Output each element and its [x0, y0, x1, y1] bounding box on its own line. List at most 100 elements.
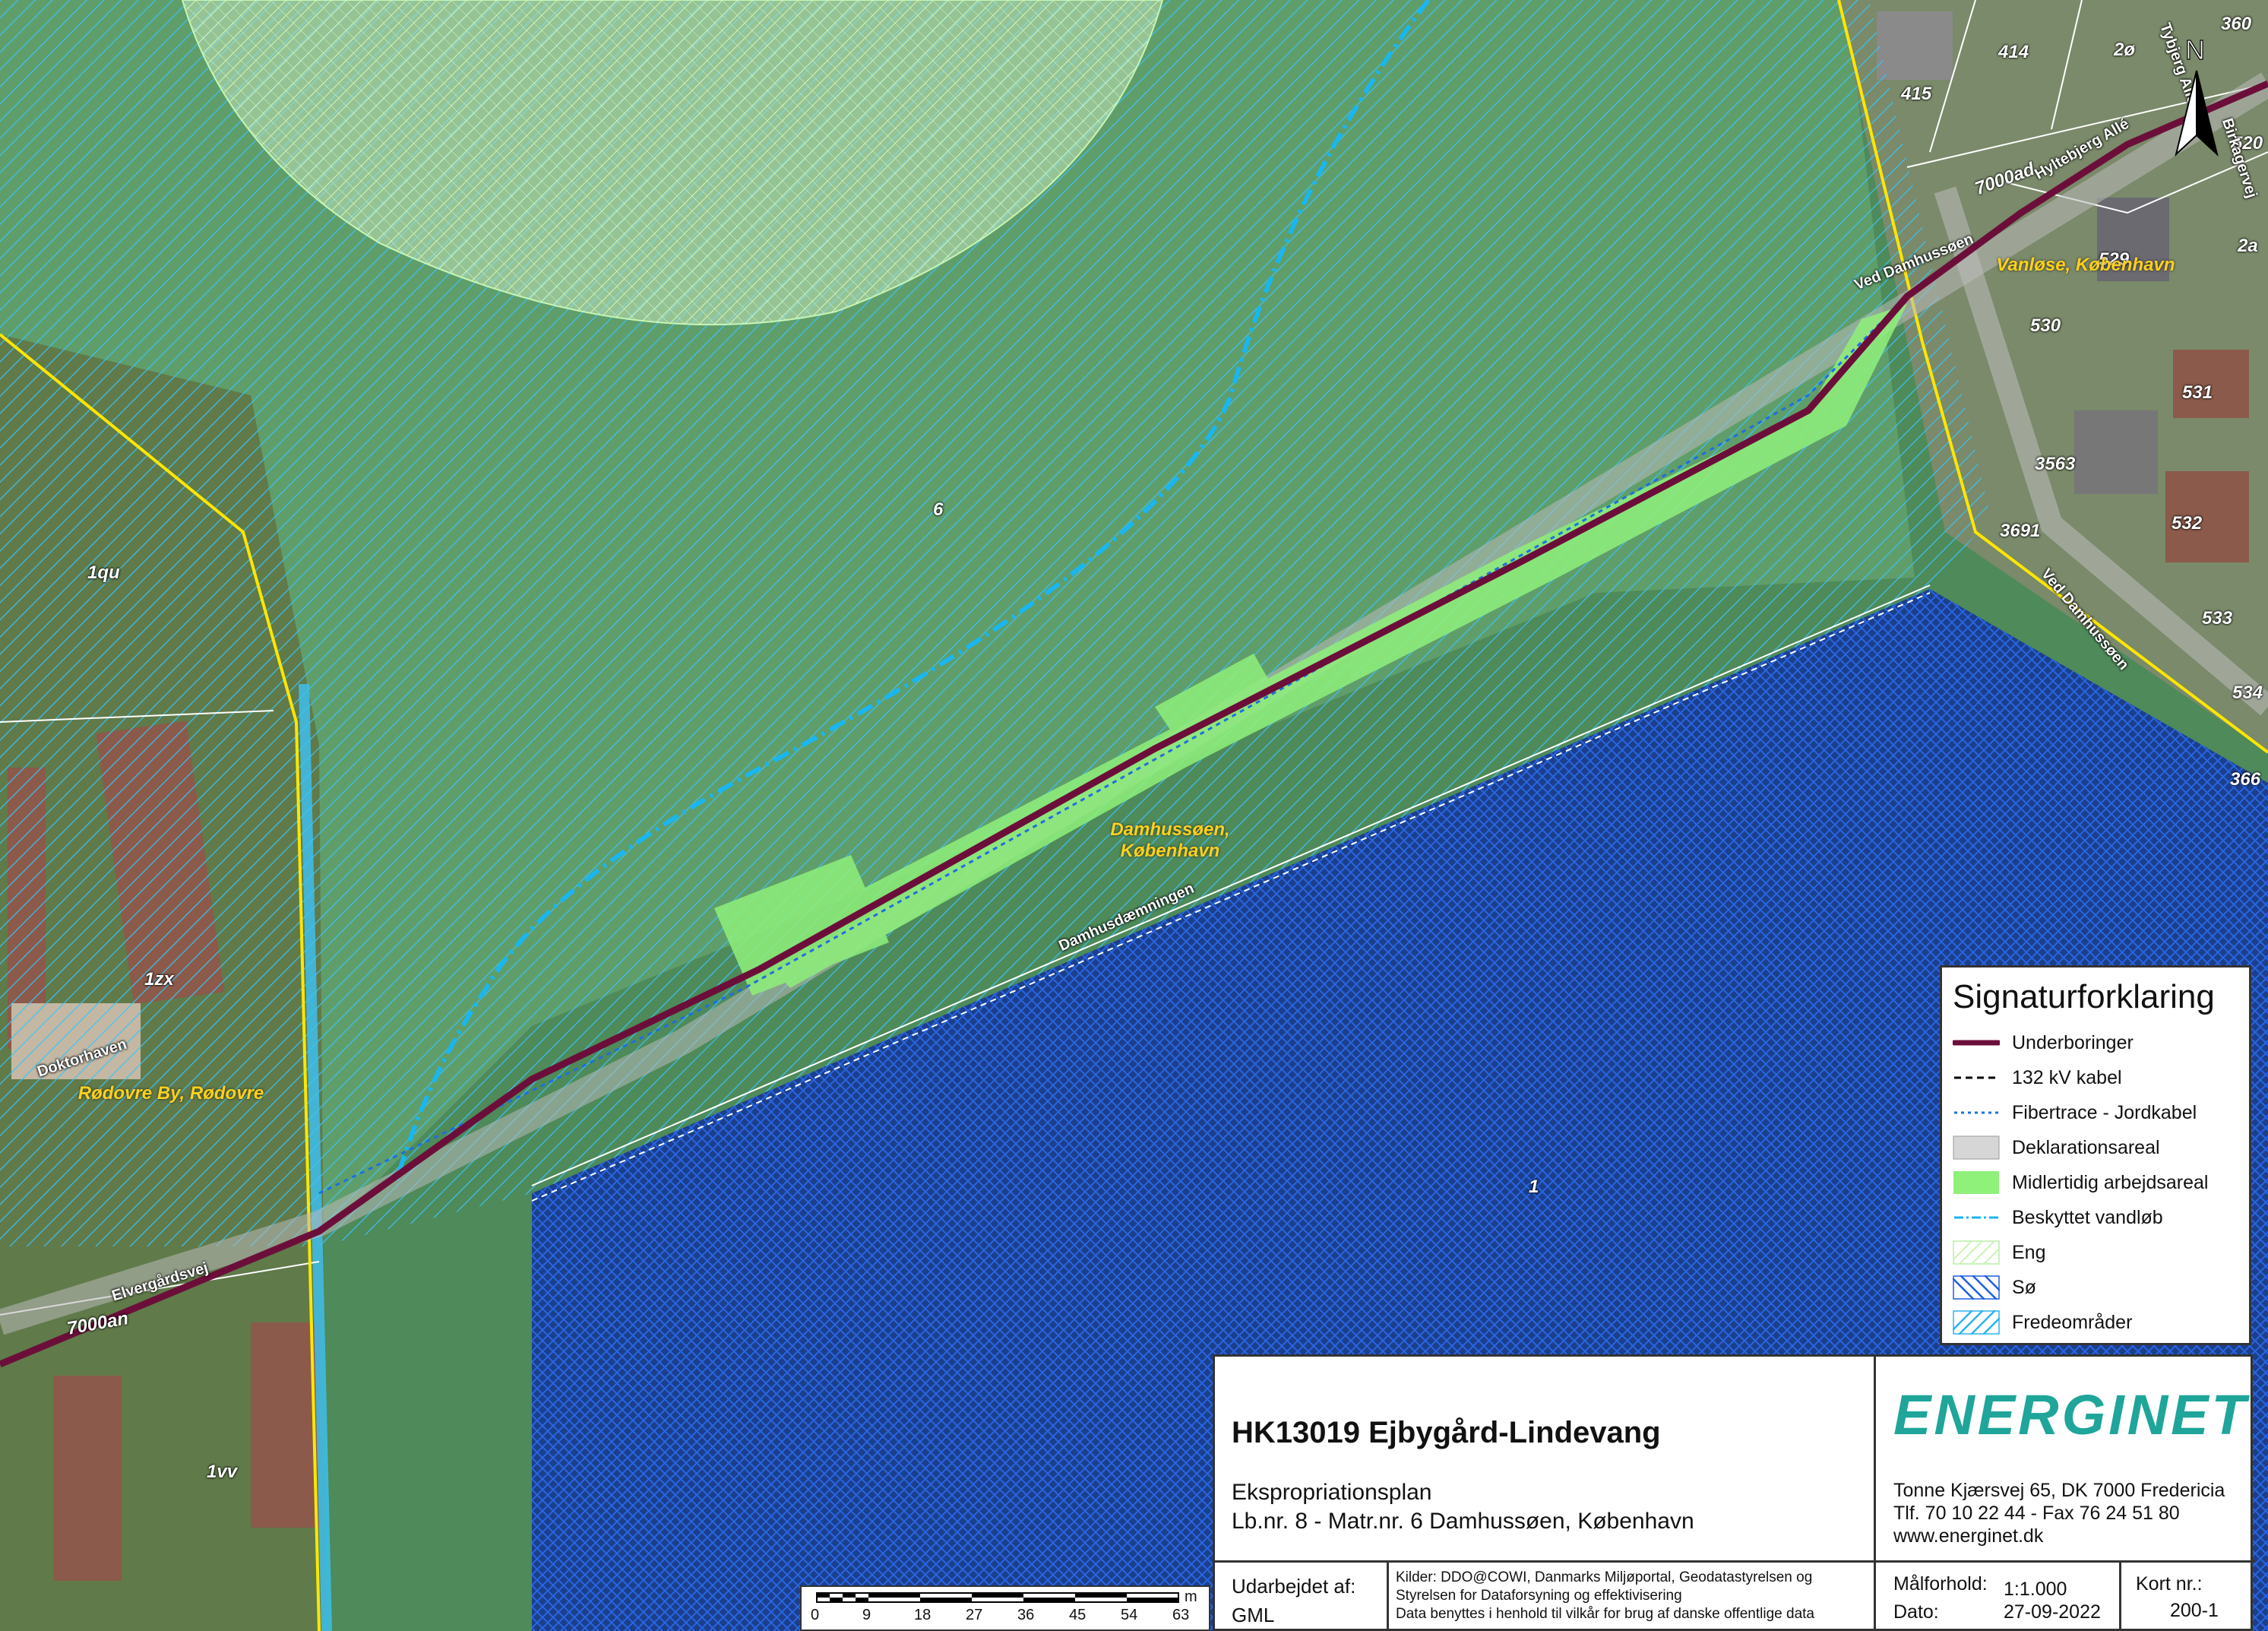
- north-arrow-icon: N: [2170, 29, 2223, 162]
- parcel-label: 2ø: [2114, 40, 2136, 60]
- parcel-label: 414: [1998, 42, 2029, 62]
- scale-tick-label: 63: [1172, 1607, 1190, 1623]
- grey-fill-icon: [1953, 1135, 2000, 1160]
- parcel-label: 1qu: [87, 562, 120, 583]
- plan-type: Ekspropriationsplan: [1232, 1480, 1432, 1505]
- scale-segment: [972, 1593, 1023, 1598]
- legend-item: Eng: [1953, 1240, 2045, 1265]
- map-number-value: 200-1: [2170, 1600, 2219, 1621]
- scale-tick-label: 18: [914, 1607, 932, 1623]
- scale-tick-label: 36: [1017, 1607, 1035, 1623]
- buildings-east: [1877, 11, 2249, 562]
- legend-item: Beskyttet vandløb: [1953, 1205, 2163, 1230]
- scale-label: Målforhold:: [1893, 1573, 1988, 1595]
- prepared-by-label: Udarbejdet af:: [1232, 1575, 1356, 1598]
- scale-tick-label: 0: [811, 1607, 820, 1623]
- parcel-label: 3691: [2000, 521, 2041, 541]
- scale-segment: [1023, 1598, 1075, 1602]
- scale-segment: [830, 1598, 843, 1602]
- parcel-label: 3563: [2035, 454, 2076, 474]
- parcel-label: 530: [2030, 315, 2061, 336]
- scale-segment: [843, 1593, 856, 1598]
- legend-label: Midlertidig arbejdsareal: [2012, 1171, 2209, 1193]
- municipal-border-east: [1837, 0, 2268, 754]
- scale-unit: m: [1185, 1588, 1197, 1605]
- legend-label: Fredeområder: [2012, 1311, 2133, 1333]
- road-ved-damhussoen: [1934, 186, 2268, 716]
- date-label: Dato:: [1893, 1601, 1939, 1623]
- dashed-line-icon: [1954, 1076, 1998, 1079]
- dashdot-line-icon: [1954, 1216, 1998, 1219]
- plan-detail: Lb.nr. 8 - Matr.nr. 6 Damhussøen, Københ…: [1232, 1509, 1694, 1534]
- parcel-label: 533: [2202, 608, 2233, 629]
- sources-text: Kilder: DDO@COWI, Danmarks Miljøportal, …: [1396, 1569, 1813, 1585]
- date-value: 27-09-2022: [2004, 1601, 2101, 1623]
- legend-label: Underboringer: [2012, 1031, 2134, 1053]
- parcel-label: 360: [2221, 14, 2252, 34]
- legend-label: Eng: [2012, 1241, 2046, 1263]
- legend-panel: Signaturforklaring Underboringer 132 kV …: [1940, 965, 2251, 1345]
- dashed-white-line: [531, 592, 1931, 1202]
- parcel-label: 534: [2232, 682, 2263, 703]
- project-title: HK13019 Ejbygård-Lindevang: [1232, 1416, 1661, 1449]
- scale-segment: [868, 1593, 920, 1598]
- municipal-border-west: [0, 333, 321, 1631]
- prepared-by-value: GML: [1232, 1604, 1275, 1626]
- legend-item: Sø: [1953, 1275, 2036, 1300]
- legend-label: Beskyttet vandløb: [2012, 1206, 2163, 1228]
- dotted-line-icon: [1954, 1111, 1998, 1114]
- protected-area-hatch: [0, 0, 1991, 1246]
- underboring-line-icon: [1953, 1040, 2000, 1046]
- area-label-damhussoen: Damhussøen, København: [1110, 819, 1230, 861]
- residential-east: [1839, 0, 2268, 752]
- underboring-route: [0, 80, 2268, 1368]
- area-label-rodovre: Rødovre By, Rødovre: [77, 1083, 264, 1104]
- parcel-label: 532: [2172, 513, 2203, 534]
- scale-segment: [856, 1598, 868, 1602]
- parcel-label: 1zx: [144, 969, 174, 990]
- parcel-label: 415: [1901, 84, 1932, 104]
- so-hatch-icon: [1953, 1275, 2000, 1300]
- scale-segment: [817, 1593, 830, 1598]
- area-label-vanlose: Vanløse, København: [1996, 255, 2175, 275]
- map-number-label: Kort nr.:: [2136, 1573, 2203, 1595]
- title-block: HK13019 Ejbygård-Lindevang Ekspropriatio…: [1213, 1354, 2255, 1631]
- scale-tick-label: 45: [1069, 1607, 1087, 1623]
- legend-label: Fibertrace - Jordkabel: [2012, 1101, 2197, 1123]
- company-website[interactable]: www.energinet.dk: [1893, 1525, 2044, 1547]
- scale-tick-label: 9: [862, 1607, 871, 1623]
- legend-label: 132 kV kabel: [2012, 1066, 2122, 1088]
- legend-item: 132 kV kabel: [1953, 1065, 2122, 1091]
- legend-label: Sø: [2012, 1276, 2036, 1298]
- parcel-label: 366: [2230, 769, 2261, 790]
- parcel-label: 2a: [2238, 236, 2258, 256]
- company-address: Tonne Kjærsvej 65, DK 7000 Fredericia: [1893, 1480, 2225, 1501]
- scale-segment: [920, 1598, 972, 1602]
- sources-text: Data benyttes i henhold til vilkår for b…: [1396, 1606, 1814, 1622]
- scale-bar: m 0 9 18 27 36 45 54 63: [800, 1585, 1210, 1631]
- legend-item: Midlertidig arbejdsareal: [1953, 1170, 2208, 1196]
- parcel-label: 6: [933, 499, 944, 520]
- legend-item: Fibertrace - Jordkabel: [1953, 1100, 2197, 1126]
- meadow-hatch: [181, 0, 1164, 326]
- north-letter: N: [2185, 34, 2205, 65]
- eng-hatch-icon: [1953, 1240, 2000, 1265]
- frede-hatch-icon: [1953, 1310, 2000, 1335]
- legend-item: Deklarationsareal: [1953, 1135, 2160, 1161]
- parcel-label: 531: [2182, 382, 2213, 403]
- company-phone: Tlf. 70 10 22 44 - Fax 76 24 51 80: [1893, 1503, 2180, 1524]
- energinet-logo: ENERGINET: [1893, 1383, 2249, 1446]
- scale-tick-label: 54: [1121, 1607, 1138, 1623]
- parcel-label: 1vv: [207, 1462, 238, 1482]
- scale-segment: [1127, 1598, 1178, 1602]
- scale-value: 1:1.000: [2004, 1579, 2067, 1600]
- sources-text: Styrelsen for Dataforsyning og effektivi…: [1396, 1588, 1682, 1604]
- parcel-label: 529: [2099, 249, 2130, 270]
- parcel-label: 520: [2232, 133, 2263, 154]
- scale-segment: [1075, 1593, 1127, 1598]
- protected-strip-west: [299, 683, 332, 1631]
- scale-tick-label: 27: [966, 1607, 983, 1623]
- legend-label: Deklarationsareal: [2012, 1136, 2160, 1158]
- legend-item: Fredeområder: [1953, 1310, 2132, 1335]
